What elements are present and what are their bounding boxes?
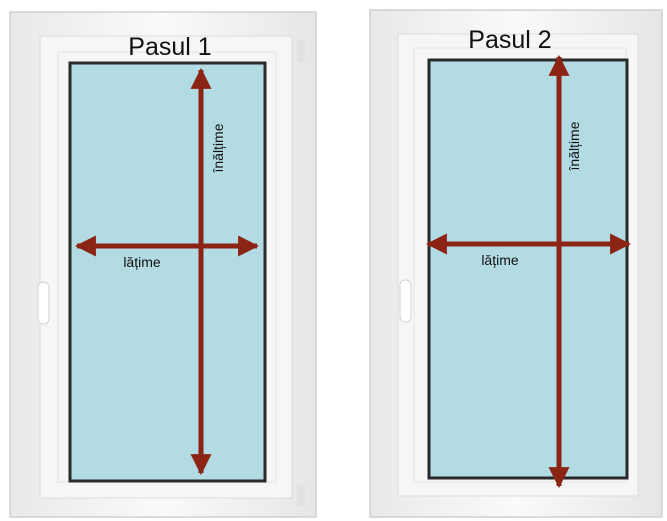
glass-pane	[68, 61, 267, 483]
window-panel-1: Pasul 1 înălțime lățime	[9, 11, 317, 518]
step-label: Pasul 2	[468, 26, 551, 54]
glass-pane	[427, 58, 629, 480]
height-label: înălțime	[210, 123, 226, 173]
window-panel-2: Pasul 2 înălțime lățime	[369, 9, 663, 518]
step-label: Pasul 1	[128, 33, 211, 61]
width-label: lățime	[481, 252, 519, 268]
height-label: înălțime	[566, 121, 582, 171]
width-label: lățime	[123, 254, 161, 270]
window-handle	[37, 281, 50, 325]
hinge-bottom	[297, 484, 305, 506]
hinge-top	[297, 40, 305, 62]
window-handle	[399, 279, 412, 323]
